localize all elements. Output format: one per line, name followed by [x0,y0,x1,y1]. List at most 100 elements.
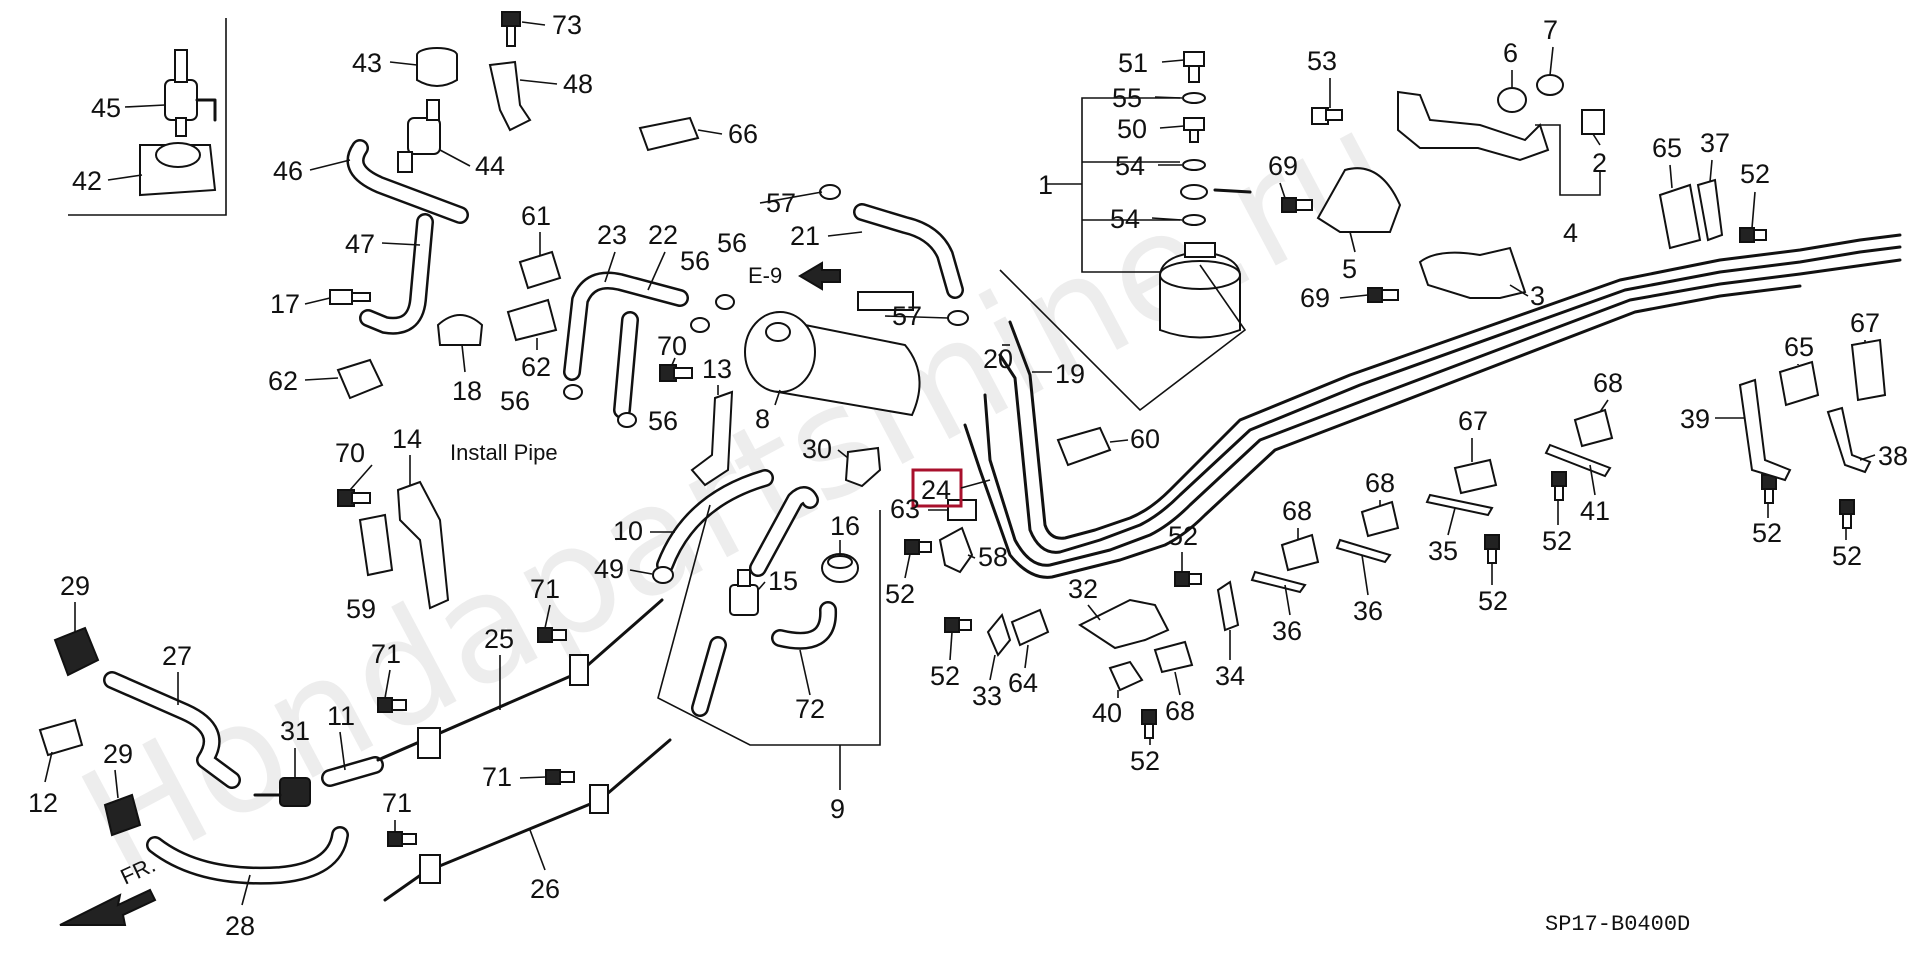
label-52g: 52 [1752,518,1782,548]
label-12: 12 [28,788,58,818]
bracket-14 [396,480,450,610]
label-20: 20 [983,344,1013,374]
arrow-left-icon [798,261,841,291]
clip-57a [819,184,841,200]
label-15: 15 [768,566,798,596]
clip-12 [38,718,84,757]
label-66: 66 [728,119,758,149]
clamp-5 [1316,167,1402,233]
label-68c: 68 [1365,468,1395,498]
label-73: 73 [552,10,582,40]
bolt-71d [387,831,417,847]
label-69b: 69 [1300,283,1330,313]
label-29a: 29 [60,571,90,601]
clip-65b [1778,360,1820,407]
clip-68c [1360,500,1400,538]
bolt-69b [1367,287,1399,303]
canister-8 [744,291,921,417]
clip-68b [1280,533,1320,572]
label-63: 63 [890,494,920,524]
bracket-38 [1826,406,1872,474]
bolt-71b [377,697,407,713]
label-23: 23 [597,220,627,250]
bolt-53 [1311,107,1343,125]
label-67a: 67 [1458,406,1488,436]
diagram-code: SP17-B0400D [1545,912,1690,937]
label-41: 41 [1580,496,1610,526]
label-52c: 52 [1168,521,1198,551]
bolt-71a [537,627,567,643]
label-50: 50 [1117,114,1147,144]
label-47: 47 [345,229,375,259]
label-61: 61 [521,201,551,231]
bracket-4 [1397,90,1550,162]
label-52h: 52 [1832,541,1862,571]
label-43: 43 [352,48,382,78]
clip-62a [336,358,384,400]
label-16: 16 [830,511,860,541]
label-72: 72 [795,694,825,724]
valve-45 [164,49,217,137]
label-31: 31 [280,716,310,746]
label-26: 26 [530,874,560,904]
bolt-73 [501,11,521,47]
label-25: 25 [484,624,514,654]
label-48: 48 [563,69,593,99]
label-2: 2 [1592,148,1607,178]
label-24: 24 [921,475,951,505]
washer-54b [1182,214,1206,226]
leader-lines [44,21,1876,906]
label-69a: 69 [1268,151,1298,181]
bolt-70a [659,364,693,382]
inset-frame [68,18,227,216]
bracket-3 [1418,246,1527,299]
washer-54a [1182,159,1206,171]
bolt-52d [1141,709,1157,739]
label-54a: 54 [1115,151,1145,181]
label-56d: 56 [648,406,678,436]
clip-49 [652,566,674,584]
bolt-71c [545,769,575,785]
label-70b: 70 [335,438,365,468]
label-46: 46 [273,156,303,186]
bracket-13 [690,390,734,487]
label-38: 38 [1878,441,1908,471]
clip-67a [1453,458,1498,495]
label-56a: 56 [680,246,710,276]
clip-64 [1010,608,1050,647]
label-5: 5 [1342,254,1357,284]
label-51: 51 [1118,48,1148,78]
label-22: 22 [648,220,678,250]
clip-57b [947,310,969,326]
pipe-19 [1008,233,1902,540]
label-65a: 65 [1652,133,1682,163]
label-56b: 56 [717,228,747,258]
label-11: 11 [327,701,355,731]
label-14: 14 [392,424,422,454]
bolt-52c [1174,571,1202,587]
label-44: 44 [475,151,505,181]
label-8: 8 [755,404,770,434]
clip-60 [1056,426,1112,467]
bracket-33 [986,612,1012,657]
label-60: 60 [1130,424,1160,454]
label-29b: 29 [103,739,133,769]
joint-30 [844,446,882,488]
clamp-18 [436,314,484,346]
label-45: 45 [91,93,121,123]
bracket-37 [1696,178,1724,242]
pipe-19b [963,284,1802,579]
fuel-filter [1159,242,1241,339]
grommet-7 [1536,74,1564,96]
label-54b: 54 [1110,204,1140,234]
bracket-36a [1250,570,1307,594]
label-35: 35 [1428,536,1458,566]
grommet-6 [1497,87,1527,113]
label-52f: 52 [1542,526,1572,556]
clip-61 [518,250,562,290]
label-62b: 62 [521,352,551,382]
bracket-40 [1108,660,1144,692]
bracket-58 [938,526,974,574]
label-70a: 70 [657,331,687,361]
